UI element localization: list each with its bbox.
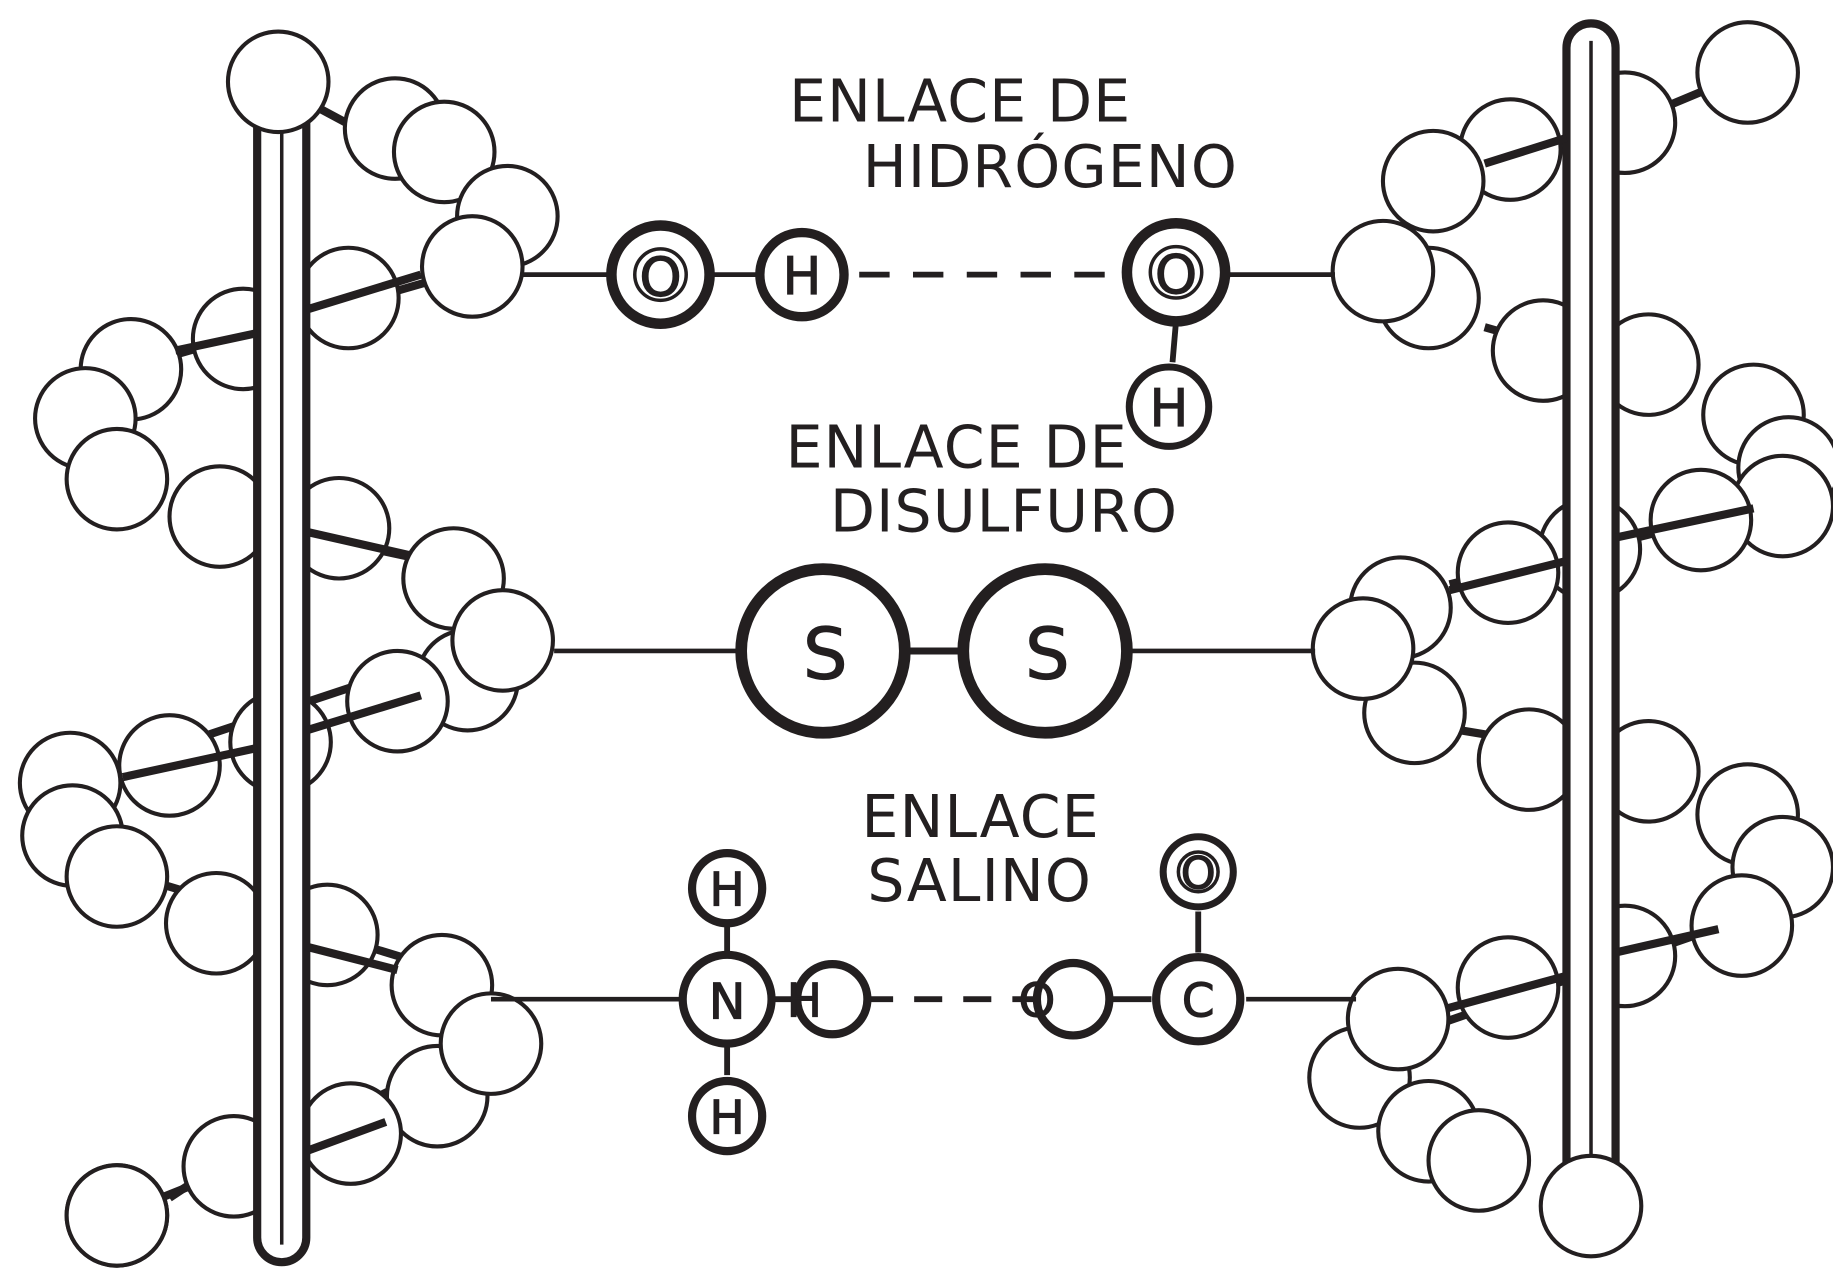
oxygen-atom-top: O xyxy=(1159,833,1237,911)
salt-h-top-label: H xyxy=(710,864,745,918)
disulfide-bond-title-line1: ENLACE DE xyxy=(786,413,1128,481)
oxygen-minus-atom: O xyxy=(1018,958,1114,1040)
salt-bridge-group: H N H H O C O xyxy=(490,833,1357,1156)
left-atom xyxy=(419,214,525,319)
sulfur-atom-1: S xyxy=(735,563,911,739)
hydrogen-atom-2: H xyxy=(1125,363,1213,450)
hydrogen-bond-group: O H O H xyxy=(521,217,1336,450)
left-front-bonds xyxy=(121,270,423,1202)
oxygen-1-label: O xyxy=(639,245,681,308)
oxygen-2-label: O xyxy=(1155,243,1197,306)
left-atom xyxy=(64,1163,170,1268)
hydrogen-1-label: H xyxy=(783,247,822,307)
right-front-bonds xyxy=(1436,134,1755,1015)
right-front-atoms xyxy=(1310,20,1800,1259)
left-protein-chain xyxy=(17,29,560,1268)
right-atom xyxy=(1310,596,1416,701)
right-atom xyxy=(1455,935,1561,1040)
salt-h-right-label: H xyxy=(787,975,822,1029)
right-atom xyxy=(1380,128,1486,234)
left-atom xyxy=(64,824,170,929)
left-atom xyxy=(438,991,544,1096)
salt-o-top-label: O xyxy=(1181,849,1216,900)
left-atom xyxy=(64,426,170,532)
salt-bridge-title-line2: SALINO xyxy=(867,847,1092,915)
left-atom xyxy=(450,588,555,693)
left-chain-atoms xyxy=(17,76,560,1268)
right-atom xyxy=(1426,1108,1532,1213)
hydrogen-atom-1: H xyxy=(755,227,849,322)
disulfide-bond-group: S S xyxy=(554,563,1316,739)
carbon-label: C xyxy=(1182,975,1215,1029)
hydrogen-atom-top: H xyxy=(687,849,767,928)
carbon-atom: C xyxy=(1152,953,1245,1046)
sulfur-atom-2: S xyxy=(957,563,1133,739)
hydrogen-atom-bottom: H xyxy=(687,1076,767,1156)
left-atom xyxy=(163,870,269,976)
nitrogen-label: N xyxy=(709,973,746,1031)
hydrogen-bond-title-line1: ENLACE DE xyxy=(789,68,1131,136)
salt-o-minus-label: O xyxy=(1018,975,1055,1029)
sulfur-2-label: S xyxy=(1025,613,1070,695)
left-top-atom xyxy=(225,29,331,135)
salt-bridge-title-line1: ENLACE xyxy=(862,783,1100,851)
nitrogen-atom: N xyxy=(678,950,776,1048)
left-front-atoms xyxy=(64,29,555,1268)
right-atom xyxy=(1689,873,1795,978)
right-top-atom xyxy=(1695,20,1800,125)
left-atom xyxy=(391,99,497,205)
right-atom xyxy=(1330,218,1436,324)
right-atom xyxy=(1345,966,1451,1072)
oxygen-atom-1: O xyxy=(606,220,715,329)
oxygen-atom-2: O xyxy=(1121,217,1231,327)
bond-labels: ENLACE DE HIDRÓGENO ENLACE DE DISULFURO … xyxy=(786,68,1238,915)
right-bottom-atom xyxy=(1538,1153,1644,1259)
sulfur-1-label: S xyxy=(803,613,848,695)
right-protein-chain xyxy=(1307,19,1833,1259)
disulfide-bond-title-line2: DISULFURO xyxy=(830,478,1178,546)
hydrogen-2-label: H xyxy=(1150,379,1189,439)
hydrogen-atom-right: H xyxy=(786,960,872,1039)
hydrogen-bond-title-line2: HIDRÓGENO xyxy=(863,132,1238,201)
salt-h-bottom-label: H xyxy=(710,1091,745,1145)
